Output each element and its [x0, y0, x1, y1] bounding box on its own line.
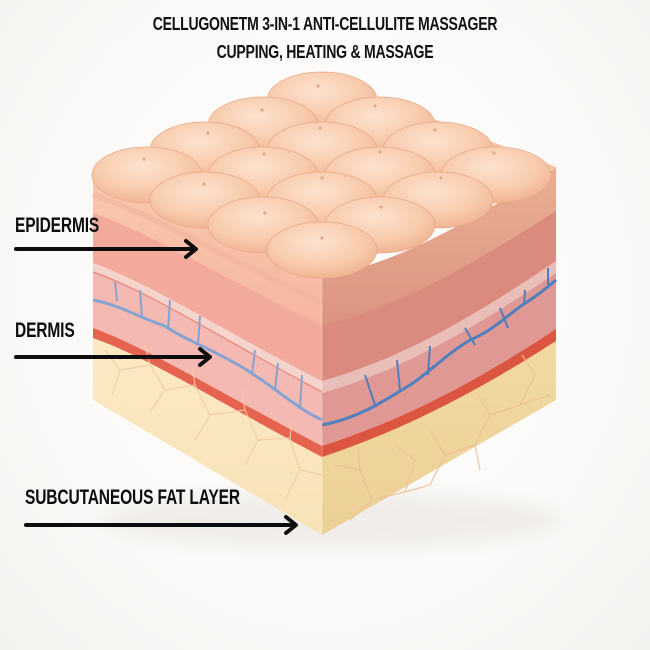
- diagram-title: CELLUGONETM 3-IN-1 ANTI-CELLULITE MASSAG…: [152, 14, 498, 34]
- epidermis-arrow: [14, 239, 198, 259]
- pores: [142, 84, 496, 240]
- subcutaneous-fat-label: SUBCUTANEOUS FAT LAYER: [25, 486, 240, 509]
- artery-line-left: [93, 327, 322, 457]
- fat-cells-left: [104, 344, 323, 501]
- left-face: [92, 172, 324, 535]
- fat-layer-arrow: [24, 515, 298, 535]
- artery-line-right: [322, 328, 556, 457]
- fat-layer-left: [93, 335, 322, 535]
- right-face: [321, 167, 557, 535]
- dermis-arrow: [14, 347, 212, 367]
- papillary-dermis-left: [93, 212, 322, 381]
- dermis-label: DERMIS: [15, 319, 75, 342]
- epidermis-right: [322, 167, 556, 326]
- capillaries-left: [114, 281, 303, 409]
- diagram-subtitle: CUPPING, HEATING & MASSAGE: [216, 42, 434, 62]
- skin-surface-top: [91, 71, 556, 279]
- fat-cells-right: [334, 354, 551, 521]
- epidermis-label: EPIDERMIS: [15, 214, 100, 237]
- fat-layer-right: [322, 340, 556, 535]
- capillaries-right: [364, 268, 549, 406]
- vein-left: [92, 298, 323, 422]
- vein-right: [321, 278, 557, 427]
- cellulite-domes: [91, 71, 552, 279]
- papillary-dermis-right: [322, 210, 556, 381]
